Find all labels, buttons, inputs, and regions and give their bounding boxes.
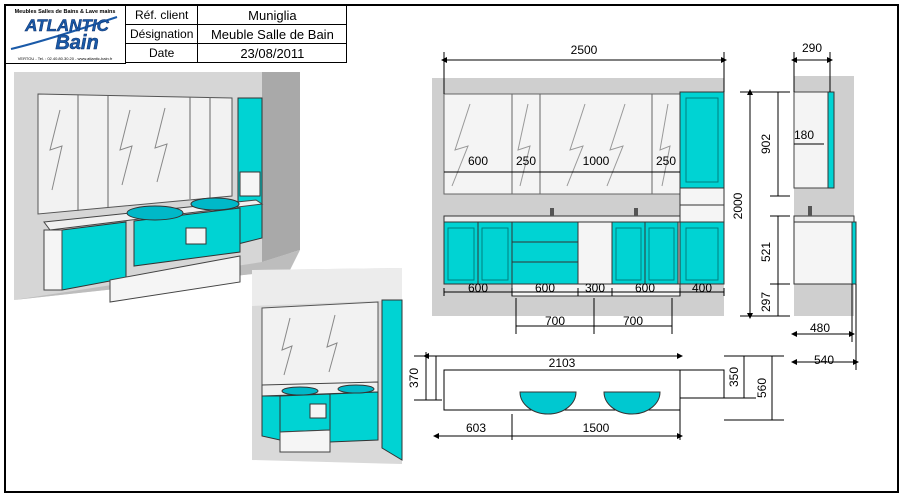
dim-left-depth: 370 <box>407 368 421 388</box>
logo-brand-top: ATLANTIC <box>24 16 109 35</box>
top-dimension-labels: 2103 370 350 560 603 1500 <box>407 356 769 435</box>
company-logo: Meubles Salles de Bains & Lave mains ATL… <box>5 5 126 64</box>
dim-mirror-4: 250 <box>656 154 676 168</box>
dim-mirror-depth: 180 <box>794 128 814 142</box>
top-dimensions <box>414 352 784 440</box>
dim-column-depth: 290 <box>802 41 822 55</box>
top-view <box>443 369 725 415</box>
dim-mirror-3: 1000 <box>583 154 610 168</box>
title-row-designation: Désignation Meuble Salle de Bain <box>124 24 348 44</box>
dim-basin-length: 1500 <box>583 421 610 435</box>
title-block: Réf. client Muniglia Désignation Meuble … <box>124 5 348 63</box>
side-dimension-labels: 290 180 480 540 <box>794 41 834 367</box>
dim-basin-space-1: 700 <box>545 314 565 328</box>
dim-right-depth: 350 <box>727 367 741 387</box>
dim-top-length: 2103 <box>549 356 576 370</box>
perspective-view-secondary <box>252 268 403 464</box>
dim-unit-2: 600 <box>535 281 555 295</box>
front-elevation <box>432 78 725 316</box>
dim-mirror-1: 600 <box>468 154 488 168</box>
dim-unit-3: 300 <box>585 281 605 295</box>
front-dimensions <box>441 52 790 334</box>
dim-basin-space-2: 700 <box>623 314 643 328</box>
dim-offset: 603 <box>466 421 486 435</box>
label-date: Date <box>124 43 199 63</box>
dim-plinth-height: 297 <box>759 292 773 312</box>
value-date: 23/08/2011 <box>197 43 348 63</box>
dim-vanity-height: 521 <box>759 242 773 262</box>
logo-footer: VERTOU - Tel. : 02.40.80.30.20 - www.atl… <box>18 56 113 61</box>
logo-tagline: Meubles Salles de Bains & Lave mains <box>15 9 116 15</box>
dim-mirror-2: 250 <box>516 154 536 168</box>
label-designation: Désignation <box>124 24 199 44</box>
dim-total-height: 2000 <box>731 192 745 219</box>
side-elevation <box>793 76 857 316</box>
logo-brand-bottom: Bain <box>55 32 98 54</box>
side-dimensions <box>791 52 859 370</box>
dim-unit-1: 600 <box>468 281 488 295</box>
dim-top-depth: 540 <box>814 353 834 367</box>
dim-unit-5: 400 <box>692 281 712 295</box>
perspective-view-main <box>14 72 300 303</box>
dim-overall-depth: 560 <box>755 378 769 398</box>
dim-vanity-depth: 480 <box>810 321 830 335</box>
dim-mirror-height: 902 <box>759 134 773 154</box>
sheet-frame <box>4 4 899 493</box>
dim-total-width: 2500 <box>571 43 598 57</box>
value-designation: Meuble Salle de Bain <box>197 24 348 44</box>
title-row-date: Date 23/08/2011 <box>124 43 348 63</box>
dim-unit-4: 600 <box>635 281 655 295</box>
front-dimension-labels: 2500 600 250 1000 250 600 600 300 600 40… <box>468 43 773 328</box>
